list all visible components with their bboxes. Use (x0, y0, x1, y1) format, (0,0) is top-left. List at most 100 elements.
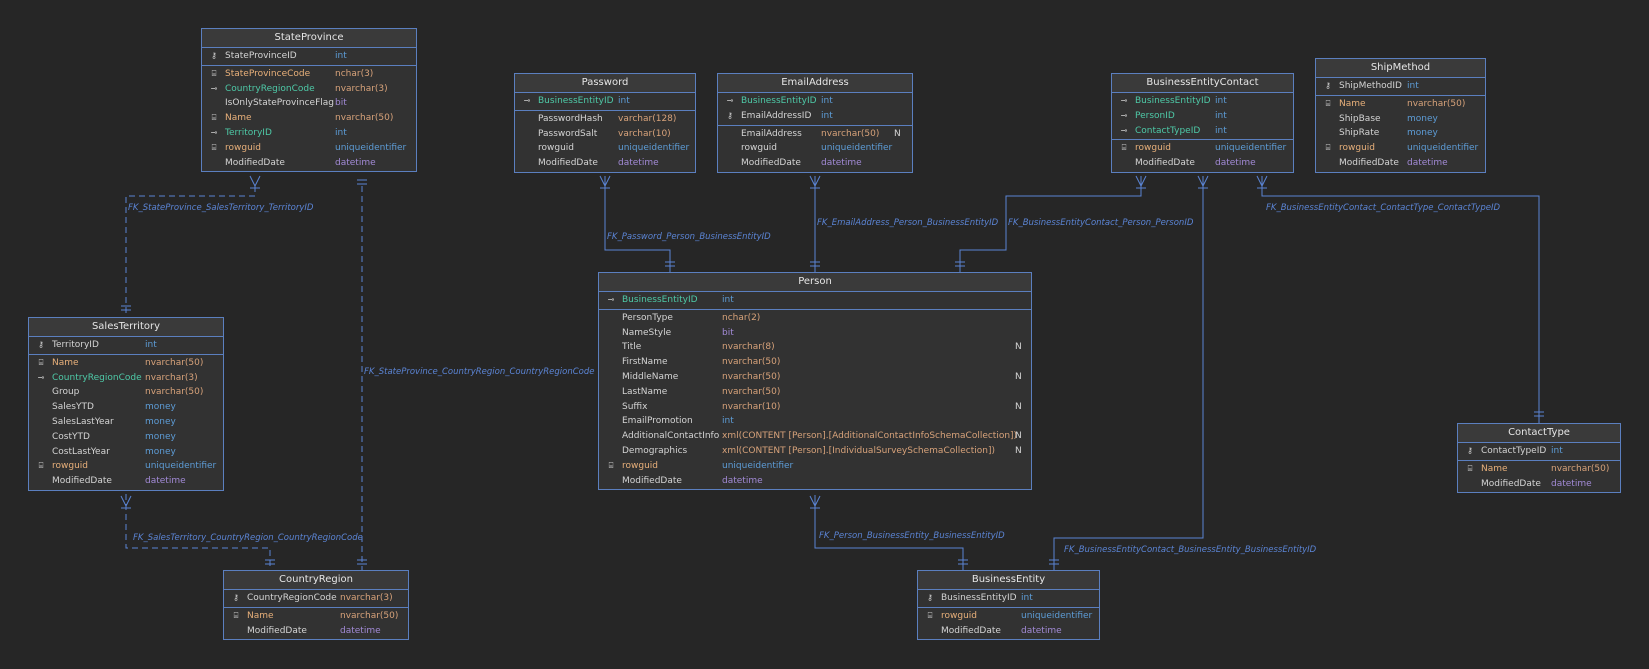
column-name: TerritoryID (225, 127, 272, 138)
key-icon: ⚷ (38, 340, 44, 349)
column-name: StateProvinceID (225, 51, 297, 61)
column-type: money (1407, 128, 1438, 139)
column-type: xml(CONTENT [Person].[AdditionalContactI… (722, 431, 1018, 442)
crowfoot-many-icon (120, 495, 132, 509)
column-type: datetime (335, 157, 376, 168)
column-name: EmailAddressID (741, 110, 812, 121)
column-name: rowguid (741, 143, 777, 154)
index-icon: ⌸ (211, 142, 217, 152)
foreign-key-icon: ⊸ (210, 83, 218, 93)
column-name: AdditionalContactInfo (622, 431, 720, 442)
key-icon: ⚷ (1325, 81, 1331, 90)
key-icon: ⚷ (1467, 446, 1473, 455)
column-name: rowguid (225, 142, 261, 153)
column-name: CostYTD (52, 431, 90, 442)
column-nullable-flag: N (1015, 401, 1022, 412)
column-type: varchar(128) (618, 113, 677, 124)
column-type: int (1021, 593, 1033, 603)
column-name: MiddleName (622, 371, 679, 382)
crowfoot-many-icon (599, 175, 611, 189)
column-type: datetime (145, 476, 186, 487)
column-type: nvarchar(10) (722, 401, 781, 412)
